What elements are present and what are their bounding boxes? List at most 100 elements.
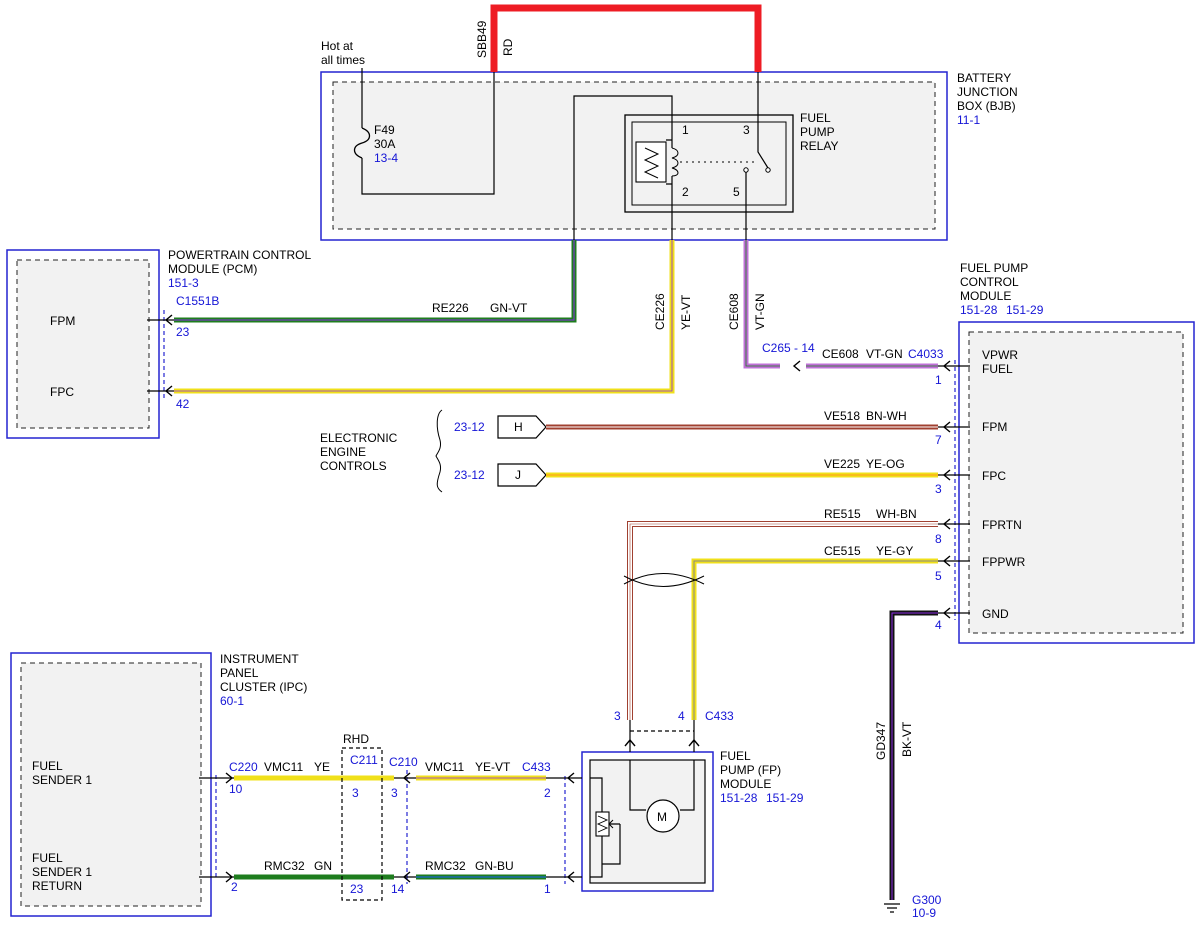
rmc32-a-color: GN (314, 859, 332, 873)
gd347-color: BK-VT (900, 721, 914, 757)
wire-ce515: CE515 YE-GY (691, 544, 938, 720)
fpcm-title-line1: FUEL PUMP (960, 261, 1028, 275)
wire-re226: RE226 GN-VT (174, 240, 577, 323)
c433-connector-left[interactable]: C433 (522, 760, 551, 774)
fpcm-title-line3: MODULE (960, 289, 1011, 303)
ipc-fs1-line2: SENDER 1 (32, 773, 92, 787)
fuse-icon (353, 127, 371, 159)
ipc-title-line3: CLUSTER (IPC) (220, 680, 307, 694)
ipc-fs1-line1: FUEL (32, 759, 63, 773)
ipc-fsr-line1: FUEL (32, 851, 63, 865)
sbb49-color: RD (501, 38, 515, 56)
c210-pin-bot: 14 (391, 882, 405, 896)
fpcm-pin-gnd: 4 (935, 618, 942, 632)
eec-line2: ENGINE (320, 445, 366, 459)
rhd-label: RHD (343, 732, 369, 746)
wire-rmc32-a: RMC32 GN (234, 859, 394, 880)
ce608-circuit: CE608 (727, 293, 741, 330)
pcm-title-line1: POWERTRAIN CONTROL (168, 248, 311, 262)
tag-h (497, 415, 547, 439)
ce226-color: YE-VT (679, 294, 693, 330)
twisted-pair-icon (623, 573, 705, 587)
c220-connector[interactable]: C220 (229, 760, 258, 774)
c4033-connector[interactable]: C4033 (908, 347, 944, 361)
wire-gd347: GD347 BK-VT G300 10-9 (874, 610, 942, 920)
fpcm-ref2[interactable]: 151-29 (1006, 303, 1044, 317)
wire-sbb49: SBB49 RD (475, 4, 762, 72)
ve225-circuit: VE225 (824, 457, 860, 471)
c220-pin10: 10 (229, 782, 243, 796)
fpcm-gnd: GND (982, 607, 1009, 621)
fpcm-fpm: FPM (982, 420, 1007, 434)
c265-connector[interactable]: C265 - 14 (762, 341, 815, 355)
fpcm-pin-fpc: 3 (935, 482, 942, 496)
bjb-title-line2: JUNCTION (957, 85, 1018, 99)
ipc-title-line1: INSTRUMENT (220, 652, 299, 666)
c211-connector[interactable]: C211 (350, 753, 378, 767)
c211-pin-top: 3 (352, 786, 359, 800)
pcm-fpc-label: FPC (50, 385, 74, 399)
ve225-color: YE-OG (866, 457, 905, 471)
c433-pin-top: 2 (544, 786, 551, 800)
pcm-ref[interactable]: 151-3 (168, 276, 199, 290)
instrument-panel-cluster: INSTRUMENT PANEL CLUSTER (IPC) 60-1 FUEL… (10, 652, 307, 917)
fuel-pump-module: FUEL PUMP (FP) MODULE 151-28 151-29 3 4 … (546, 709, 804, 892)
pcm-fpm-label: FPM (50, 314, 75, 328)
re515-color: WH-BN (876, 507, 917, 521)
fpmod-ref2[interactable]: 151-29 (766, 791, 804, 805)
wire-ce608: CE608 VT-GN C265 - 14 CE608 VT-GN C4033 (727, 240, 944, 372)
fuel-pump-motor-icon (646, 799, 680, 833)
rmc32-a-circuit: RMC32 (264, 859, 305, 873)
ground-icon (884, 903, 900, 913)
eec-ref-h[interactable]: 23-12 (454, 420, 485, 434)
relay-pin5: 5 (733, 185, 740, 199)
pcm-title-line2: MODULE (PCM) (168, 262, 257, 276)
fpcm-vpwr-line2: FUEL (982, 362, 1013, 376)
c210-pin-top: 3 (391, 786, 398, 800)
ground-name[interactable]: G300 (912, 893, 942, 907)
fpmod-pin3: 3 (614, 709, 621, 723)
wire-re515: RE515 WH-BN (627, 507, 938, 720)
ground-ref[interactable]: 10-9 (912, 906, 936, 920)
relay-title-line1: FUEL (800, 111, 831, 125)
ce608-color: VT-GN (753, 293, 767, 330)
sbb49-circuit: SBB49 (475, 20, 489, 58)
bjb-title-line1: BATTERY (957, 71, 1011, 85)
wire-ve518: VE518 BN-WH (546, 409, 938, 430)
pcm-pin23: 23 (176, 325, 190, 339)
fpmod-ref1[interactable]: 151-28 (720, 791, 758, 805)
powertrain-control-module: POWERTRAIN CONTROL MODULE (PCM) 151-3 C1… (6, 248, 311, 439)
ipc-ref[interactable]: 60-1 (220, 694, 244, 708)
c220-pin2: 2 (231, 880, 238, 894)
wire-rmc32-b: RMC32 GN-BU 1 (416, 859, 551, 896)
fpmod-pin4: 4 (678, 709, 685, 723)
rmc32-b-circuit: RMC32 (425, 859, 466, 873)
bjb-hot-line1: Hot at (321, 39, 354, 53)
eec-line3: CONTROLS (320, 459, 387, 473)
fpcm-pin-fprtn: 8 (935, 532, 942, 546)
pcm-connector[interactable]: C1551B (176, 294, 219, 308)
bjb-fuse-ref[interactable]: 13-4 (374, 151, 398, 165)
rhd-connector-c211: RHD C211 3 23 (341, 732, 383, 901)
brace-icon (435, 409, 443, 493)
rmc32-b-color: GN-BU (475, 859, 514, 873)
re515-circuit: RE515 (824, 507, 861, 521)
relay-title-line2: PUMP (800, 125, 835, 139)
relay-pin2: 2 (682, 185, 689, 199)
relay-pin1: 1 (682, 123, 689, 137)
ipc-fsr-line3: RETURN (32, 879, 82, 893)
fuel-pump-relay: 1 2 3 5 FUEL PUMP RELAY (573, 72, 838, 240)
fpcm-pin-vpwr: 1 (935, 373, 942, 387)
bjb-ref[interactable]: 11-1 (957, 113, 980, 127)
fpmod-motor-label: M (657, 810, 667, 824)
eec-ref-j[interactable]: 23-12 (454, 468, 485, 482)
fpcm-fpc: FPC (982, 469, 1006, 483)
fpmod-title-line2: PUMP (FP) (720, 763, 781, 777)
fpcm-ref1[interactable]: 151-28 (960, 303, 998, 317)
gd347-circuit: GD347 (874, 722, 888, 760)
fpmod-c433[interactable]: C433 (705, 709, 734, 723)
c210-connector[interactable]: C210 (389, 755, 418, 769)
c433-pin-bot: 1 (544, 882, 551, 896)
electronic-engine-controls: ELECTRONIC ENGINE CONTROLS 23-12 23-12 H… (320, 409, 547, 493)
